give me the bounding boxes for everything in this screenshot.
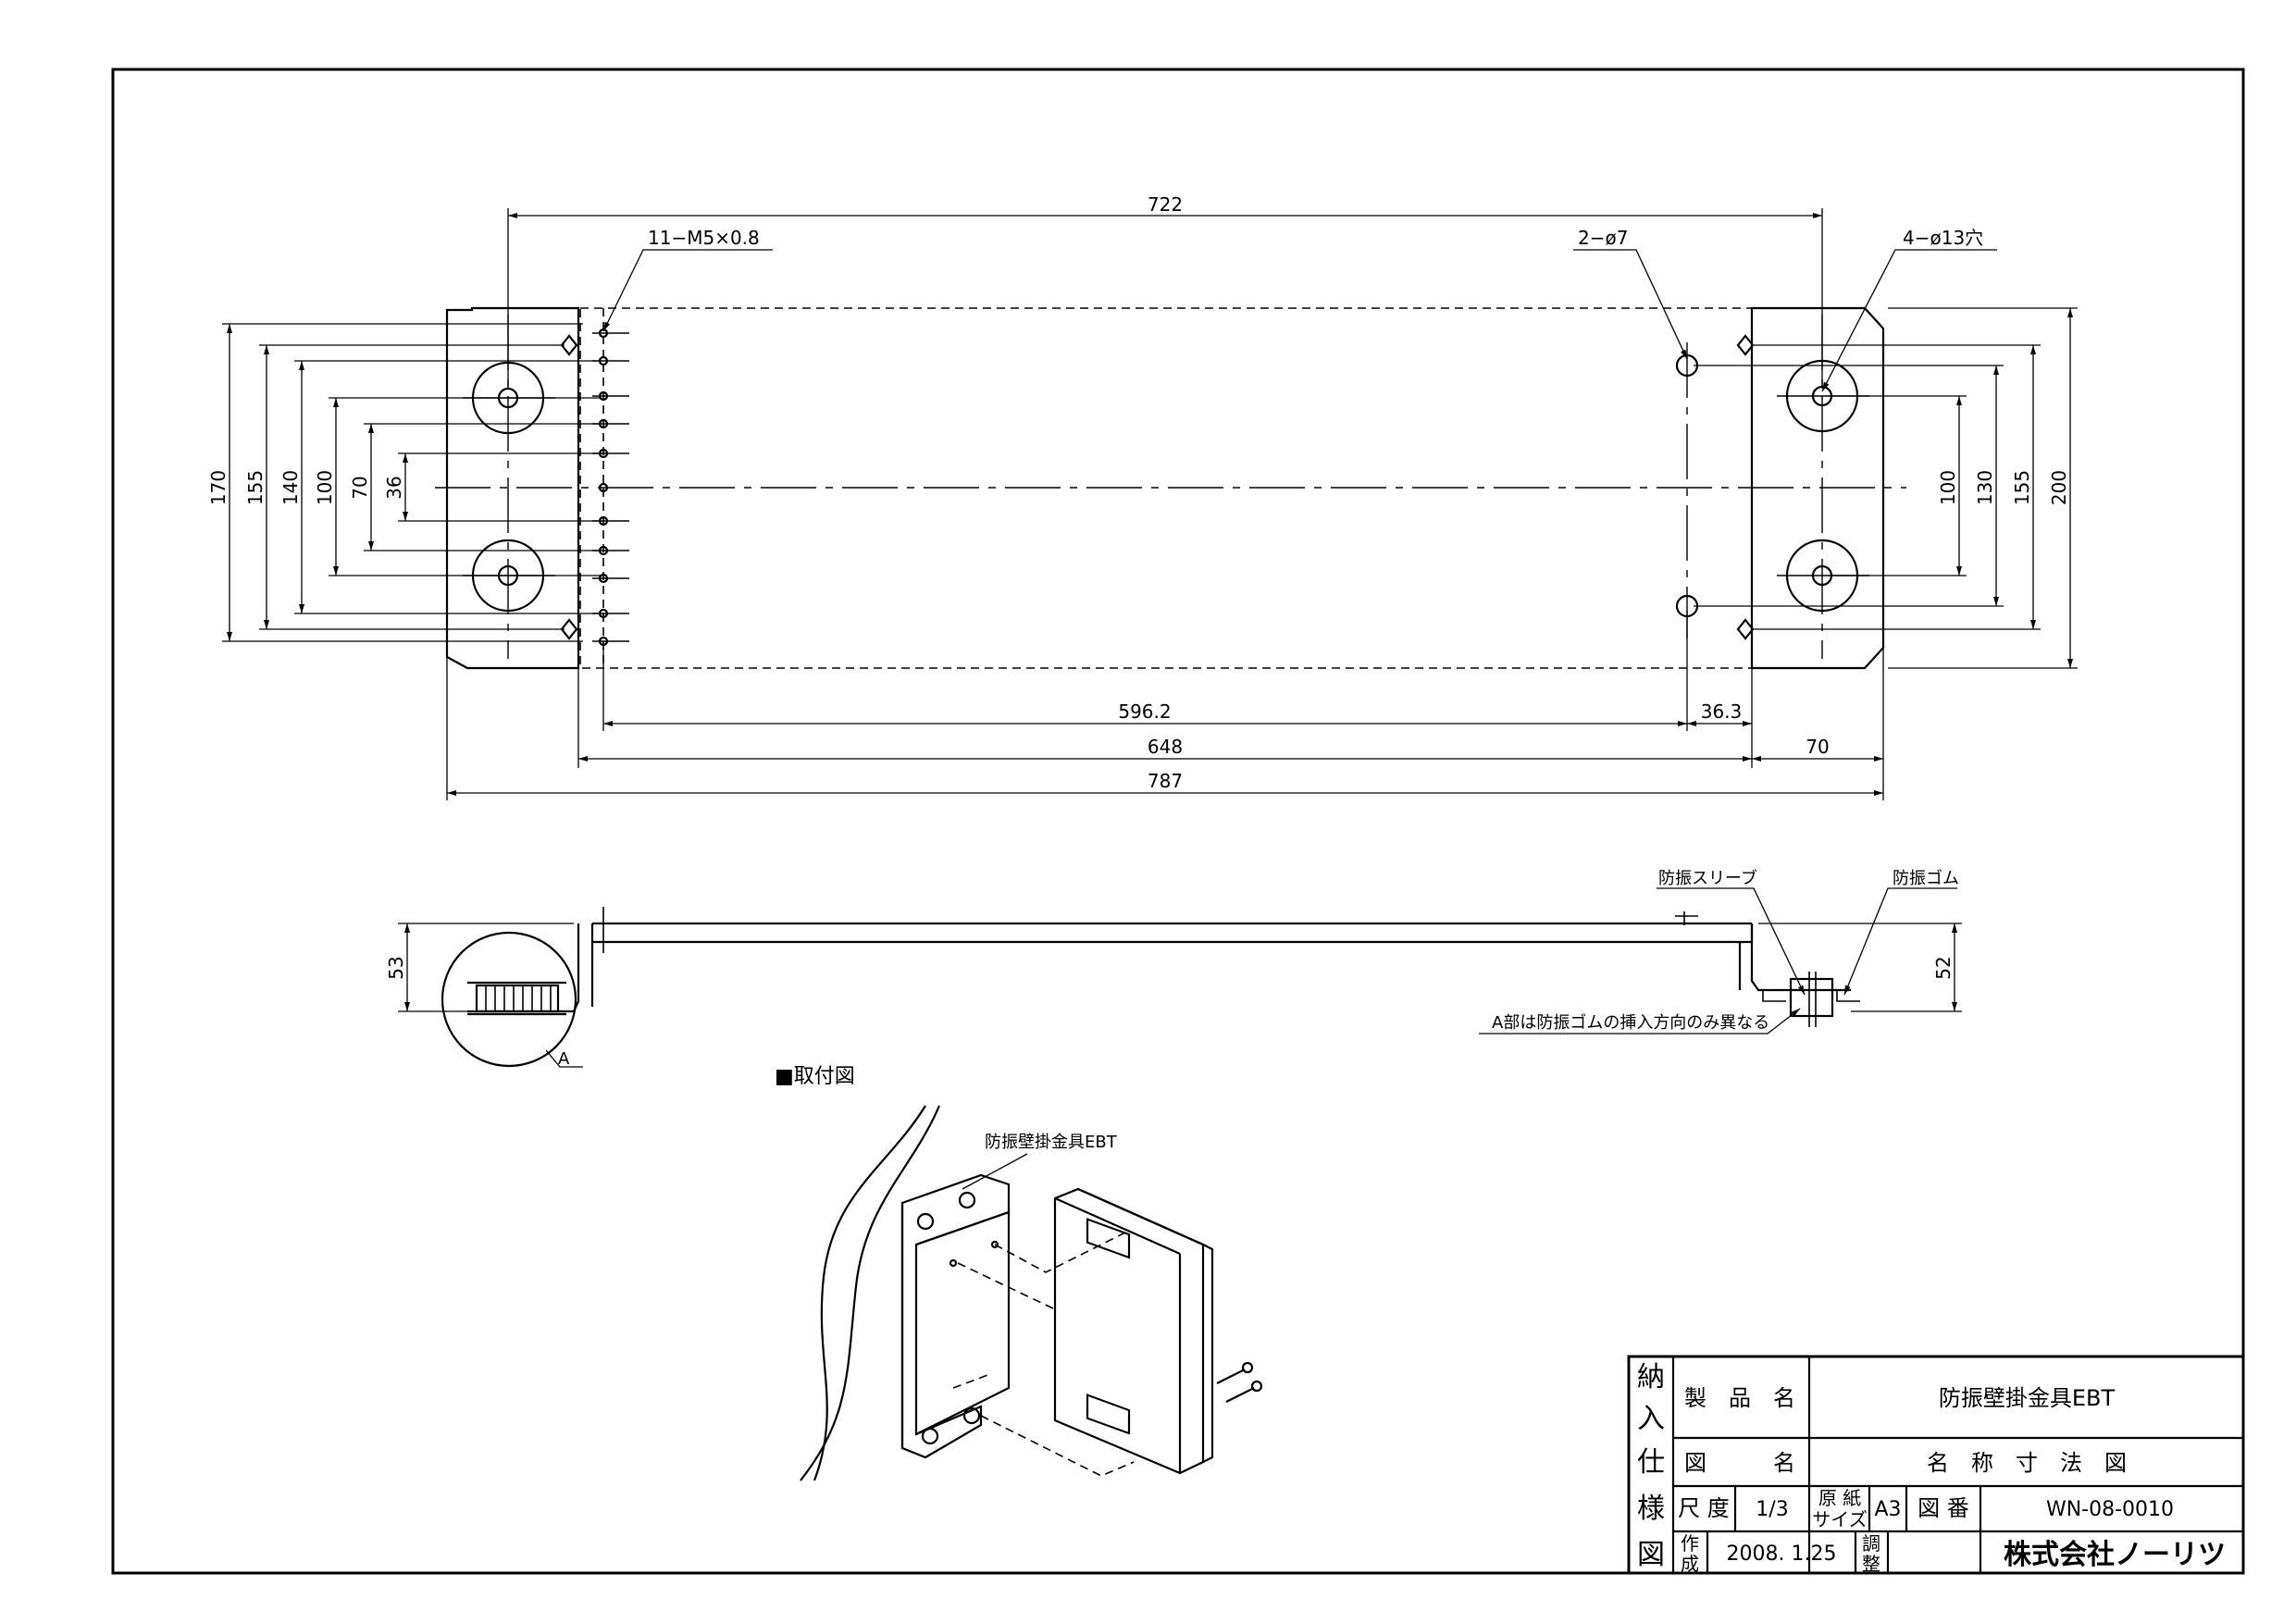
scale-label: 尺 度 (1678, 1495, 1730, 1521)
dim-70-left: 70 (349, 476, 371, 499)
dim-722: 722 (1148, 193, 1183, 216)
vertical-label-1: 納 (1637, 1361, 1665, 1394)
drawing-no: WN-08-0010 (2046, 1498, 2174, 1521)
dim-70-bottom: 70 (1806, 736, 1829, 758)
scale-value: 1/3 (1756, 1498, 1788, 1521)
created-label-1: 作 (1681, 1532, 1699, 1555)
sheet-border (111, 68, 2245, 1575)
callout-tapped-holes: 11−M5×0.8 (648, 227, 760, 249)
paper-label-1: 原 紙 (1818, 1487, 1861, 1509)
paper-size: A3 (1874, 1498, 1901, 1521)
company-name: 株式会社ノーリツ (2004, 1539, 2226, 1571)
dim-36-3: 36.3 (1701, 700, 1743, 723)
callout-large-holes: 4−ø13穴 (1903, 227, 1983, 249)
dim-52: 52 (1932, 956, 1955, 979)
detail-a-circle (441, 931, 577, 1068)
dim-200: 200 (2048, 470, 2070, 505)
dim-140: 140 (279, 470, 302, 505)
left-mount-holes (463, 315, 555, 659)
dim-648: 648 (1148, 736, 1183, 758)
vertical-label-3: 仕 (1637, 1446, 1665, 1479)
vertical-label-4: 様 (1637, 1493, 1665, 1525)
drawing-no-label: 図 番 (1917, 1495, 1969, 1521)
check-label-2: 整 (1862, 1553, 1880, 1575)
product-name-label: 製 品 名 (1684, 1385, 1795, 1411)
dim-53: 53 (385, 956, 407, 979)
drawing-name-label: 図 名 (1684, 1450, 1795, 1476)
label-sleeve: 防振スリーブ (1658, 868, 1757, 888)
mounting-product-label: 防振壁掛金具EBT (985, 1133, 1118, 1152)
callout-small-holes: 2−ø7 (1578, 227, 1628, 249)
dim-170: 170 (207, 470, 230, 505)
left-bracket-outline (445, 306, 580, 670)
dim-100-right: 100 (1937, 470, 1959, 505)
detail-a-label: A (558, 1049, 570, 1069)
label-part-a-note: A部は防振ゴムの挿入方向のみ異なる (1492, 1013, 1769, 1033)
mounting-diagram: ■取付図 防振壁掛金具EBT (775, 1065, 1263, 1481)
dim-155-left: 155 (244, 470, 267, 505)
vertical-label-5: 図 (1637, 1539, 1665, 1571)
dim-100-left: 100 (314, 470, 336, 505)
title-block: 納 入 仕 様 図 製 品 名 防振壁掛金具EBT 図 名 名 称 寸 法 図 … (1627, 1355, 2245, 1575)
product-name: 防振壁掛金具EBT (1939, 1385, 2116, 1411)
mounting-heading: ■取付図 (775, 1065, 855, 1088)
label-rubber: 防振ゴム (1893, 869, 1959, 888)
dim-596-2: 596.2 (1118, 700, 1171, 723)
dim-130: 130 (1974, 470, 1996, 505)
created-label-2: 成 (1681, 1553, 1699, 1575)
dim-787: 787 (1148, 770, 1183, 792)
vertical-label-2: 入 (1637, 1403, 1665, 1435)
dim-155-right: 155 (2011, 470, 2033, 505)
side-view: A 53 52 防振スリーブ 防振ゴム A部は防振ゴムの挿入方向のみ異なる (385, 868, 1962, 1069)
plan-view: 722 11−M5×0.8 2−ø7 4−ø13穴 170 155 140 10… (207, 193, 2078, 800)
dim-36: 36 (383, 476, 405, 499)
drawing-name: 名 称 寸 法 図 (1927, 1450, 2127, 1476)
created-date: 2008. 1.25 (1727, 1542, 1837, 1566)
check-label-1: 調 (1862, 1532, 1880, 1555)
right-mount-holes (1777, 315, 1869, 659)
paper-label-2: サイズ (1812, 1508, 1867, 1530)
